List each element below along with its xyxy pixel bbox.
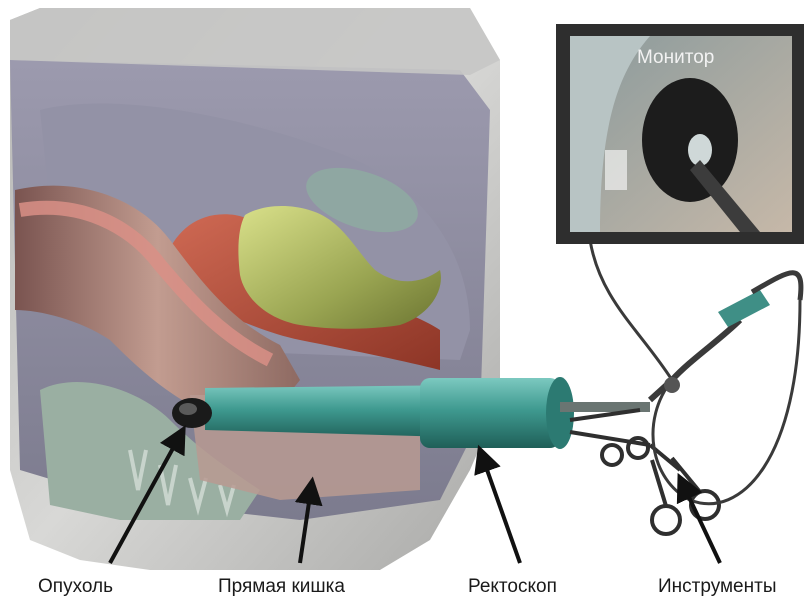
rectoscope-label: Ректоскоп (468, 576, 557, 598)
tumor (172, 398, 212, 428)
monitor-label: Монитор (637, 47, 714, 69)
rectum-label: Прямая кишка (218, 576, 345, 598)
arrow-rectoscope (480, 450, 520, 563)
instruments-label: Инструменты (658, 576, 776, 598)
camera-cable (590, 240, 801, 504)
tumor-label: Опухоль (38, 576, 113, 598)
